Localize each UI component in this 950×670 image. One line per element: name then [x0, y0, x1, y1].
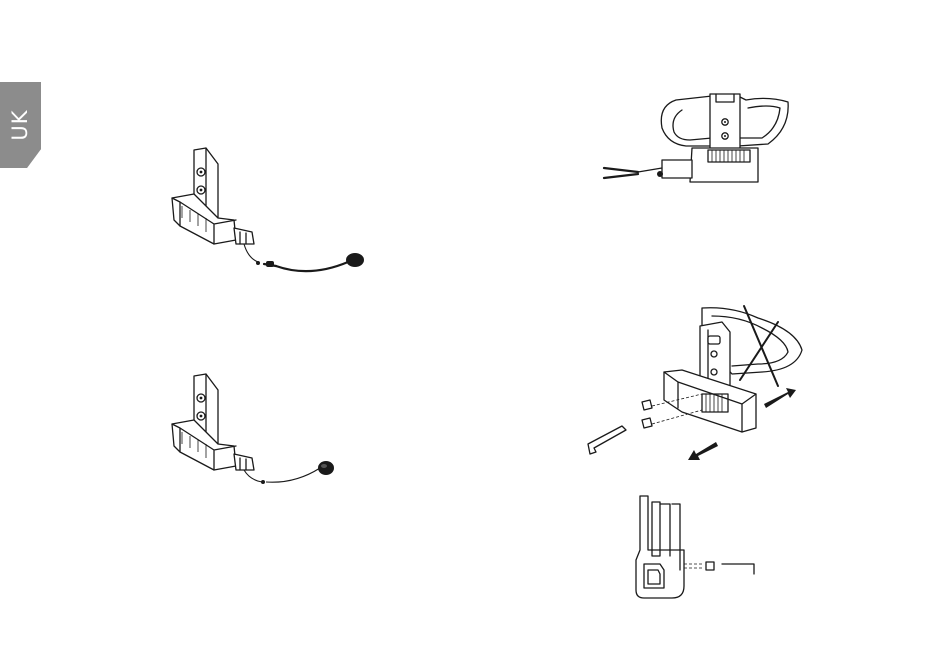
- allen-key-screw-illustration: [630, 490, 760, 605]
- base-with-wired-microphone: [160, 370, 350, 500]
- clamp-plate-removal: [582, 300, 807, 475]
- clamp-removal-illustration: [582, 300, 807, 470]
- base-with-boom-microphone: [160, 140, 375, 290]
- language-tab-label: UK: [8, 109, 32, 140]
- screw-detail: [630, 490, 760, 610]
- language-tab: UK: [0, 82, 41, 168]
- helmet-clamp-illustration: [598, 88, 798, 188]
- boom-microphone-illustration: [160, 140, 375, 285]
- wired-microphone-illustration: [160, 370, 350, 495]
- clamp-mounted-on-helmet: [598, 88, 798, 193]
